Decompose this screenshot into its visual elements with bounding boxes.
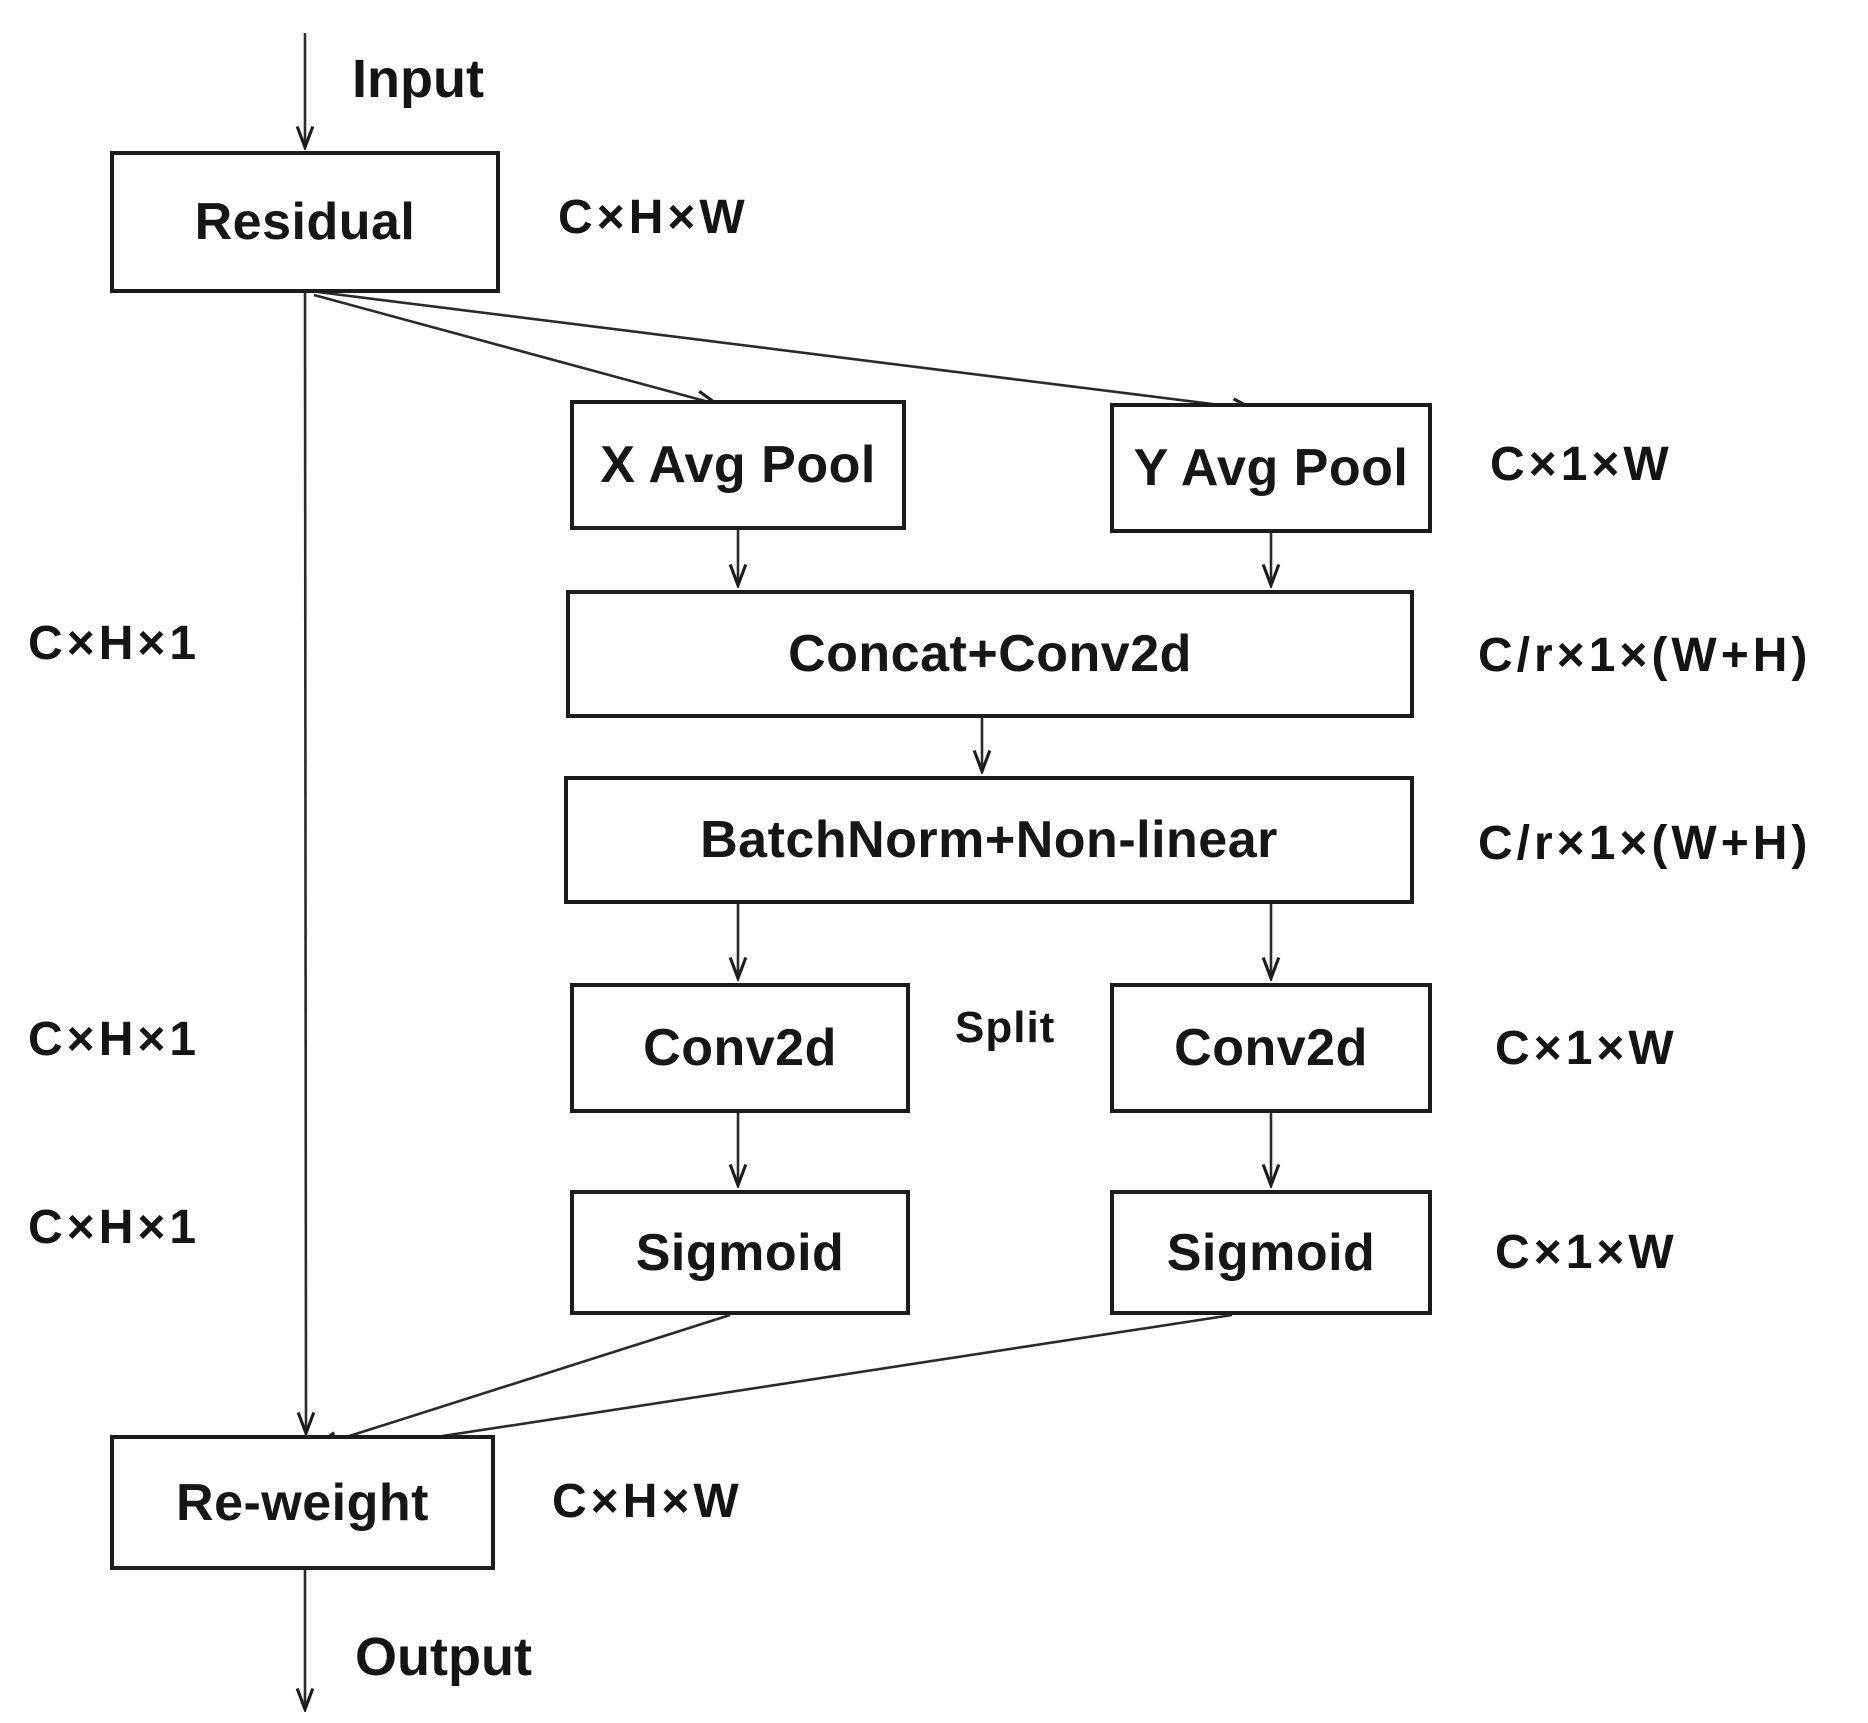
arrow-sigmoid-left-to-reweight — [318, 1313, 731, 1446]
split-label: Split — [955, 1003, 1056, 1052]
node-concat-conv2d: Concat+Conv2d — [566, 590, 1414, 718]
dim-batchnorm-row: C/r×1×(W+H) — [1478, 817, 1812, 870]
node-residual: Residual — [110, 151, 500, 293]
node-sigmoid-left: Sigmoid — [570, 1190, 910, 1315]
node-conv2d-right: Conv2d — [1110, 983, 1432, 1113]
arrow-sigmoid-right-to-reweight — [332, 1313, 1233, 1453]
arrow-residual-to-x-pool — [313, 293, 716, 404]
dim-pool-row: C×1×W — [1490, 438, 1673, 491]
node-x-avg-pool: X Avg Pool — [570, 400, 906, 530]
output-label: Output — [355, 1627, 532, 1687]
node-conv2d-left: Conv2d — [570, 983, 910, 1113]
dim-residual-output: C×H×W — [558, 191, 749, 244]
dim-left-branch-2: C×H×1 — [28, 1013, 201, 1066]
arrow-residual-to-y-pool — [317, 290, 1252, 409]
dim-sigmoid-row: C×1×W — [1495, 1226, 1678, 1279]
node-sigmoid-right: Sigmoid — [1110, 1190, 1432, 1315]
dim-left-branch-1: C×H×1 — [28, 617, 201, 670]
dim-reweight-output: C×H×W — [552, 1475, 743, 1528]
node-batchnorm-nonlinear: BatchNorm+Non-linear — [564, 776, 1414, 904]
node-reweight: Re-weight — [110, 1435, 495, 1570]
arrow-skip-connection — [305, 292, 306, 1432]
dim-concat-row: C/r×1×(W+H) — [1478, 629, 1812, 682]
node-y-avg-pool: Y Avg Pool — [1110, 403, 1432, 533]
input-label: Input — [352, 49, 484, 109]
dim-left-branch-3: C×H×1 — [28, 1201, 201, 1254]
dim-conv-row: C×1×W — [1495, 1022, 1678, 1075]
